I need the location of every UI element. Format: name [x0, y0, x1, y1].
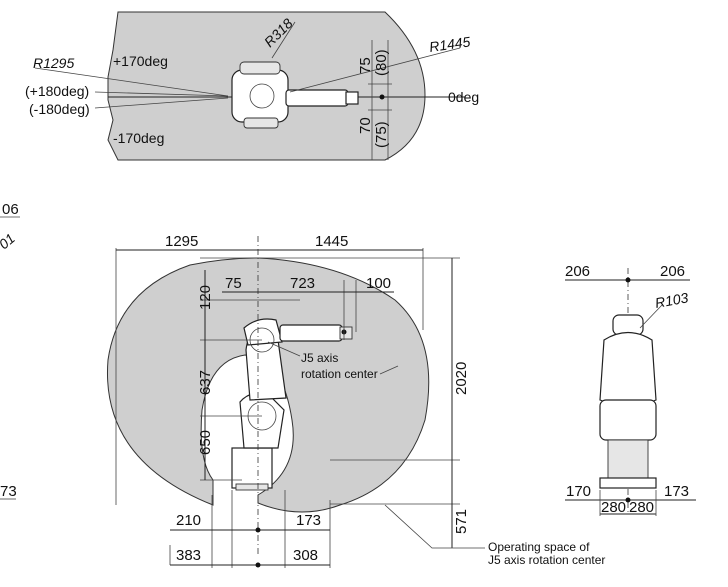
front-radius-103: R103 [654, 289, 690, 311]
fragment-01: 01 [0, 230, 18, 252]
space-label-line1: Operating space of [488, 540, 590, 554]
front-dim-280-right: 280 [629, 499, 654, 516]
angle-pos-label: +170deg [113, 53, 168, 69]
dim-383: 383 [176, 547, 201, 564]
side-view-robot [231, 318, 353, 491]
angle-180-neg-label: (-180deg) [29, 101, 90, 117]
front-view: 206 206 R103 170 173 280 280 [565, 263, 696, 516]
dim-75-side: 75 [225, 275, 242, 292]
dim-100: 100 [366, 275, 391, 292]
dim-120: 120 [197, 285, 214, 310]
dim-637: 637 [197, 370, 214, 395]
dim-2020: 2020 [453, 362, 470, 395]
dim-571: 571 [453, 509, 470, 534]
dim-70-top: 70 [357, 117, 374, 134]
front-dim-173: 173 [664, 483, 689, 500]
front-dim-206-left: 206 [565, 263, 590, 280]
dim-650: 650 [197, 430, 214, 455]
fragment-06: 06 [2, 201, 19, 218]
dim-308: 308 [293, 547, 318, 564]
j5-label-line2: rotation center [301, 367, 378, 381]
angle-zero-label: 0deg [448, 89, 479, 105]
front-dim-280-left: 280 [601, 499, 626, 516]
dim-75b-top: (75) [373, 121, 390, 148]
dim-1295: 1295 [165, 233, 198, 250]
top-view-robot [231, 61, 385, 129]
j5-label-line1: J5 axis [301, 351, 338, 365]
space-label-line2: J5 axis rotation center [488, 553, 605, 567]
fragment-73: 73 [0, 483, 17, 500]
dim-210: 210 [176, 512, 201, 529]
dim-1445: 1445 [315, 233, 348, 250]
radius-1295-label: R1295 [33, 55, 74, 71]
angle-neg-label: -170deg [113, 130, 164, 146]
dim-723: 723 [290, 275, 315, 292]
cropped-left-view: 06 01 73 [0, 201, 20, 500]
dim-80-top: (80) [373, 49, 390, 76]
dim-173-side: 173 [296, 512, 321, 529]
side-view: 1295 1445 75 723 100 120 637 650 2020 57… [106, 233, 605, 568]
front-dim-206-right: 206 [660, 263, 685, 280]
dim-75-top: 75 [357, 57, 374, 74]
angle-180-pos-label: (+180deg) [25, 83, 89, 99]
top-view: +170deg -170deg 0deg (+180deg) (-180deg)… [25, 11, 479, 161]
radius-1445-label: R1445 [428, 33, 471, 55]
front-dim-170: 170 [566, 483, 591, 500]
front-view-robot [599, 314, 657, 489]
